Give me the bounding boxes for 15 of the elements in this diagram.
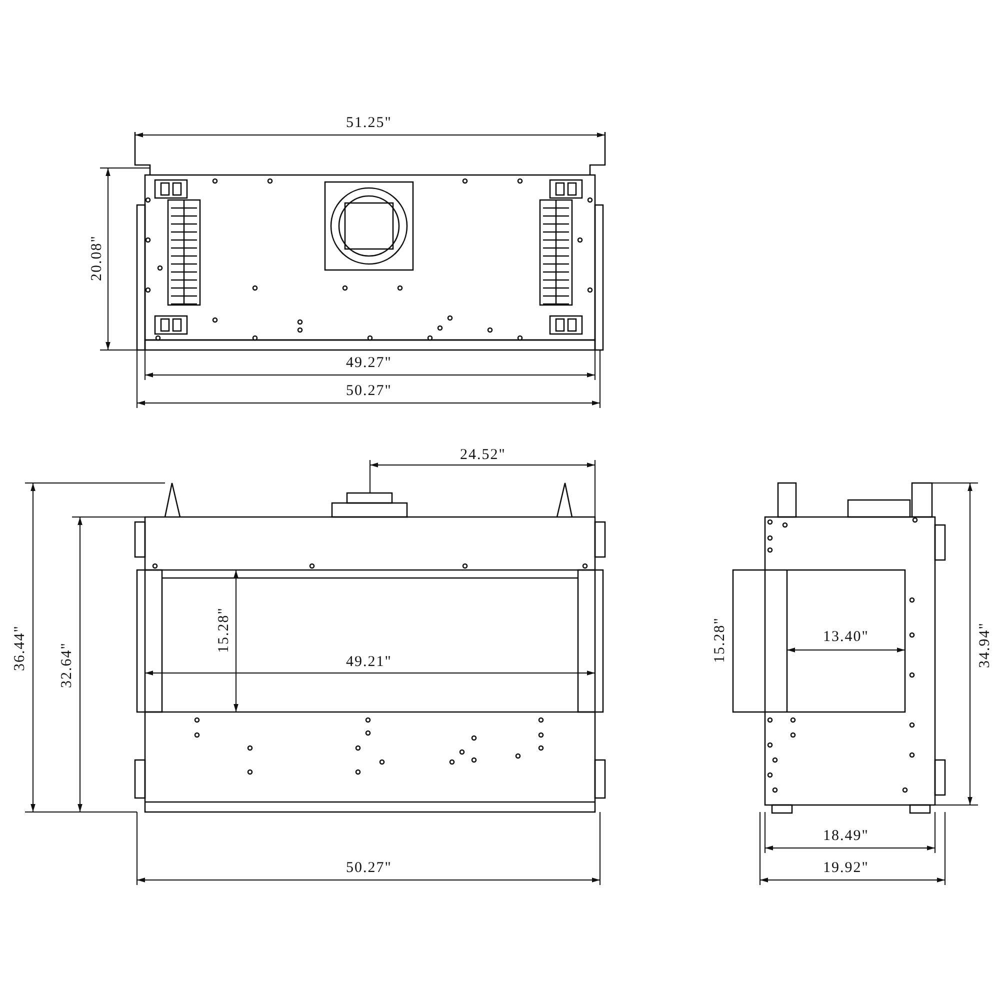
dimension-label: 18.49"	[823, 828, 869, 844]
dimension-label: 49.27"	[346, 355, 392, 371]
dimension-label: 15.28"	[216, 607, 232, 653]
dimension-label: 19.92"	[823, 860, 869, 876]
dimension-label: 51.25"	[346, 115, 392, 131]
dimension-label: 36.44"	[12, 625, 28, 671]
dimension-label: 24.52"	[460, 447, 506, 463]
dimension-label: 50.27"	[346, 383, 392, 399]
dimension-label: 20.08"	[88, 235, 105, 281]
dimension-label: 34.94"	[976, 622, 993, 668]
dimension-label: 50.27"	[346, 860, 392, 876]
dimension-label: 49.21"	[346, 654, 392, 670]
dimension-label: 13.40"	[823, 629, 869, 645]
dimension-label: 15.28"	[712, 617, 728, 663]
dimension-label: 32.64"	[58, 642, 75, 688]
